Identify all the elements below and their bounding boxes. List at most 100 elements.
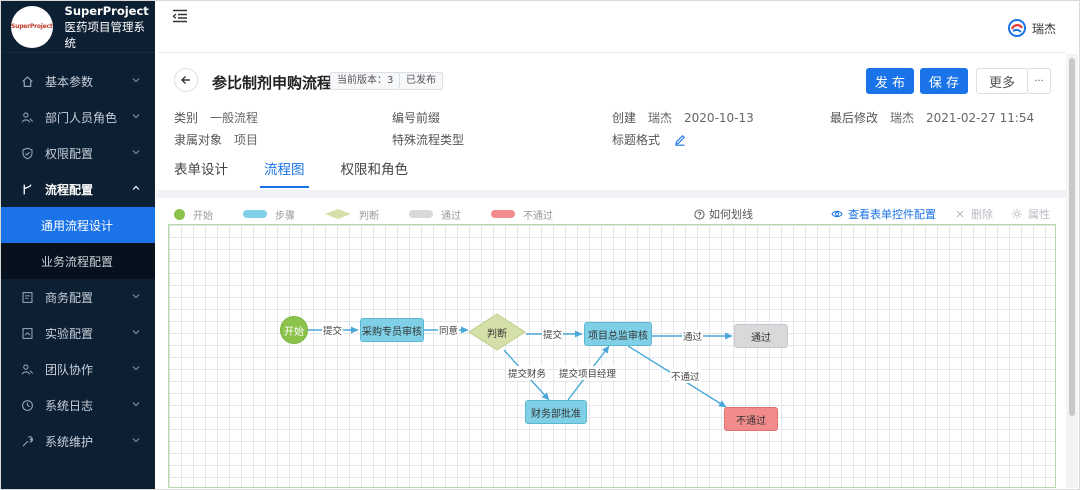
sidebar-item-basic-params[interactable]: 基本参数: [1, 63, 155, 99]
meta-category: 类别一般流程: [174, 111, 259, 125]
home-icon: [19, 73, 35, 89]
sidebar-item-permissions[interactable]: 权限配置: [1, 135, 155, 171]
edge-label-agree: 同意: [438, 323, 460, 337]
flow-grid-canvas[interactable]: [168, 224, 1056, 488]
canvas-actions: 查看表单控件配置 删除 属性: [813, 206, 1050, 222]
legend-swatch: [243, 210, 267, 218]
sidebar-item-logs[interactable]: 系统日志: [1, 387, 155, 423]
main-content: 参比制剂申购流程 当前版本：3 已发布 发 布 保 存 更多 ··· 类别一般流…: [156, 54, 1066, 488]
save-button[interactable]: 保 存: [920, 68, 968, 94]
legend-swatch: [409, 210, 433, 218]
legend-swatch: [174, 208, 185, 220]
top-bar: 瑞杰: [156, 1, 1066, 53]
sidebar-item-label: 基本参数: [45, 74, 94, 89]
chevron-down-icon: [132, 438, 140, 443]
edge-label-submit: 提交: [322, 323, 344, 337]
edit-icon[interactable]: [674, 134, 686, 146]
howto-link[interactable]: 如何划线: [694, 206, 753, 222]
view-form-config-button[interactable]: 查看表单控件配置: [831, 206, 936, 222]
legend-start: 开始: [174, 207, 213, 222]
sidebar-item-label: 商务配置: [45, 290, 94, 305]
chevron-down-icon: [132, 294, 140, 299]
delete-button[interactable]: 删除: [954, 206, 993, 222]
flow-legend: 开始 步骤 判断 通过 不通过: [174, 204, 583, 224]
chevron-down-icon: [132, 114, 140, 119]
flow-node-fail[interactable]: 不通过: [724, 407, 778, 431]
document-icon: [19, 289, 35, 305]
sidebar-item-team[interactable]: 团队协作: [1, 351, 155, 387]
brand-subtitle: 医药项目管理系统: [64, 19, 146, 50]
edge-label-fail: 不通过: [670, 369, 701, 383]
brand-title: SuperProject: [64, 3, 149, 18]
sidebar-item-departments[interactable]: 部门人员角色: [1, 99, 155, 135]
publish-button[interactable]: 发 布: [866, 68, 914, 94]
chevron-down-icon: [132, 330, 140, 335]
sidebar-item-maintenance[interactable]: 系统维护: [1, 423, 155, 459]
legend-swatch: [325, 209, 351, 219]
sidebar-item-label: 权限配置: [45, 146, 94, 161]
close-icon: [956, 210, 964, 218]
ellipsis-button[interactable]: ···: [1027, 68, 1051, 94]
flow-node-start[interactable]: 开始: [280, 316, 308, 344]
legend-pass: 通过: [409, 207, 461, 222]
wrench-icon: [19, 433, 35, 449]
flow-node-decision-shape[interactable]: [468, 313, 526, 351]
user-menu[interactable]: 瑞杰: [1007, 19, 1056, 37]
edge-label-submit-manager: 提交项目经理: [558, 366, 618, 380]
legend-fail: 不通过: [491, 207, 553, 222]
legend-step: 步骤: [243, 207, 295, 222]
users-icon: [19, 109, 35, 125]
scrollbar-thumb[interactable]: [1069, 58, 1075, 416]
sidebar-item-label: 流程配置: [45, 182, 94, 197]
gear-icon: [1012, 209, 1022, 219]
sidebar-item-business[interactable]: 商务配置: [1, 279, 155, 315]
meta-title-format: 标题格式: [612, 131, 686, 148]
sidebar-item-label: 团队协作: [45, 362, 94, 377]
vertical-scrollbar[interactable]: [1066, 54, 1078, 488]
legend-swatch: [491, 210, 515, 218]
flow-node-pass[interactable]: 通过: [734, 324, 788, 348]
flow-node-purchase-review[interactable]: 采购专员审核: [360, 318, 424, 342]
flow-node-decision[interactable]: 判断: [487, 328, 507, 340]
edge-label-pass: 通过: [682, 329, 704, 343]
sidebar-item-label: 系统日志: [45, 398, 94, 413]
tab-permissions-roles[interactable]: 权限和角色: [340, 162, 409, 178]
meta-special-type: 特殊流程类型: [392, 133, 465, 147]
chevron-down-icon: [132, 150, 140, 155]
chevron-up-icon: [132, 185, 140, 190]
back-button[interactable]: [174, 68, 198, 92]
more-button[interactable]: 更多: [976, 68, 1028, 94]
edge-label-submit: 提交: [542, 327, 564, 341]
user-name: 瑞杰: [1031, 21, 1056, 36]
meta-code-prefix: 编号前缀: [392, 111, 441, 125]
brand: SuperProject SuperProject 医药项目管理系统: [1, 1, 155, 53]
sidebar-item-label: 部门人员角色: [45, 110, 118, 125]
chevron-down-icon: [132, 402, 140, 407]
sidebar-item-label: 实验配置: [45, 326, 94, 341]
page-header: 参比制剂申购流程 当前版本：3 已发布 发 布 保 存 更多 ··· 类别一般流…: [156, 54, 1066, 190]
version-tag: 当前版本：3: [330, 72, 401, 90]
arrow-left-icon: [181, 76, 190, 84]
status-badge: 已发布: [399, 72, 443, 90]
flow-node-finance-approve[interactable]: 财务部批准: [525, 400, 587, 424]
shield-icon: [19, 145, 35, 161]
sidebar-subitem-business-flow[interactable]: 业务流程配置: [1, 243, 155, 279]
eye-icon: [831, 210, 843, 218]
menu-collapse-icon[interactable]: [172, 9, 188, 23]
sidebar-item-label: 系统维护: [45, 434, 94, 449]
help-icon: [694, 208, 705, 220]
flask-icon: [19, 325, 35, 341]
edge-label-submit-finance: 提交财务: [507, 366, 548, 380]
branch-icon: [19, 181, 35, 197]
brand-text: SuperProject 医药项目管理系统: [65, 3, 155, 51]
tab-form-design[interactable]: 表单设计: [174, 162, 228, 178]
tab-flowchart[interactable]: 流程图: [260, 158, 308, 188]
sidebar-subitem-general-flow[interactable]: 通用流程设计: [1, 207, 155, 243]
flow-node-director-review[interactable]: 项目总监审核: [584, 322, 652, 346]
sidebar-item-experiment[interactable]: 实验配置: [1, 315, 155, 351]
properties-button[interactable]: 属性: [1011, 206, 1050, 222]
meta-owner: 隶属对象项目: [174, 133, 259, 147]
sidebar-item-workflow[interactable]: 流程配置: [1, 171, 155, 207]
